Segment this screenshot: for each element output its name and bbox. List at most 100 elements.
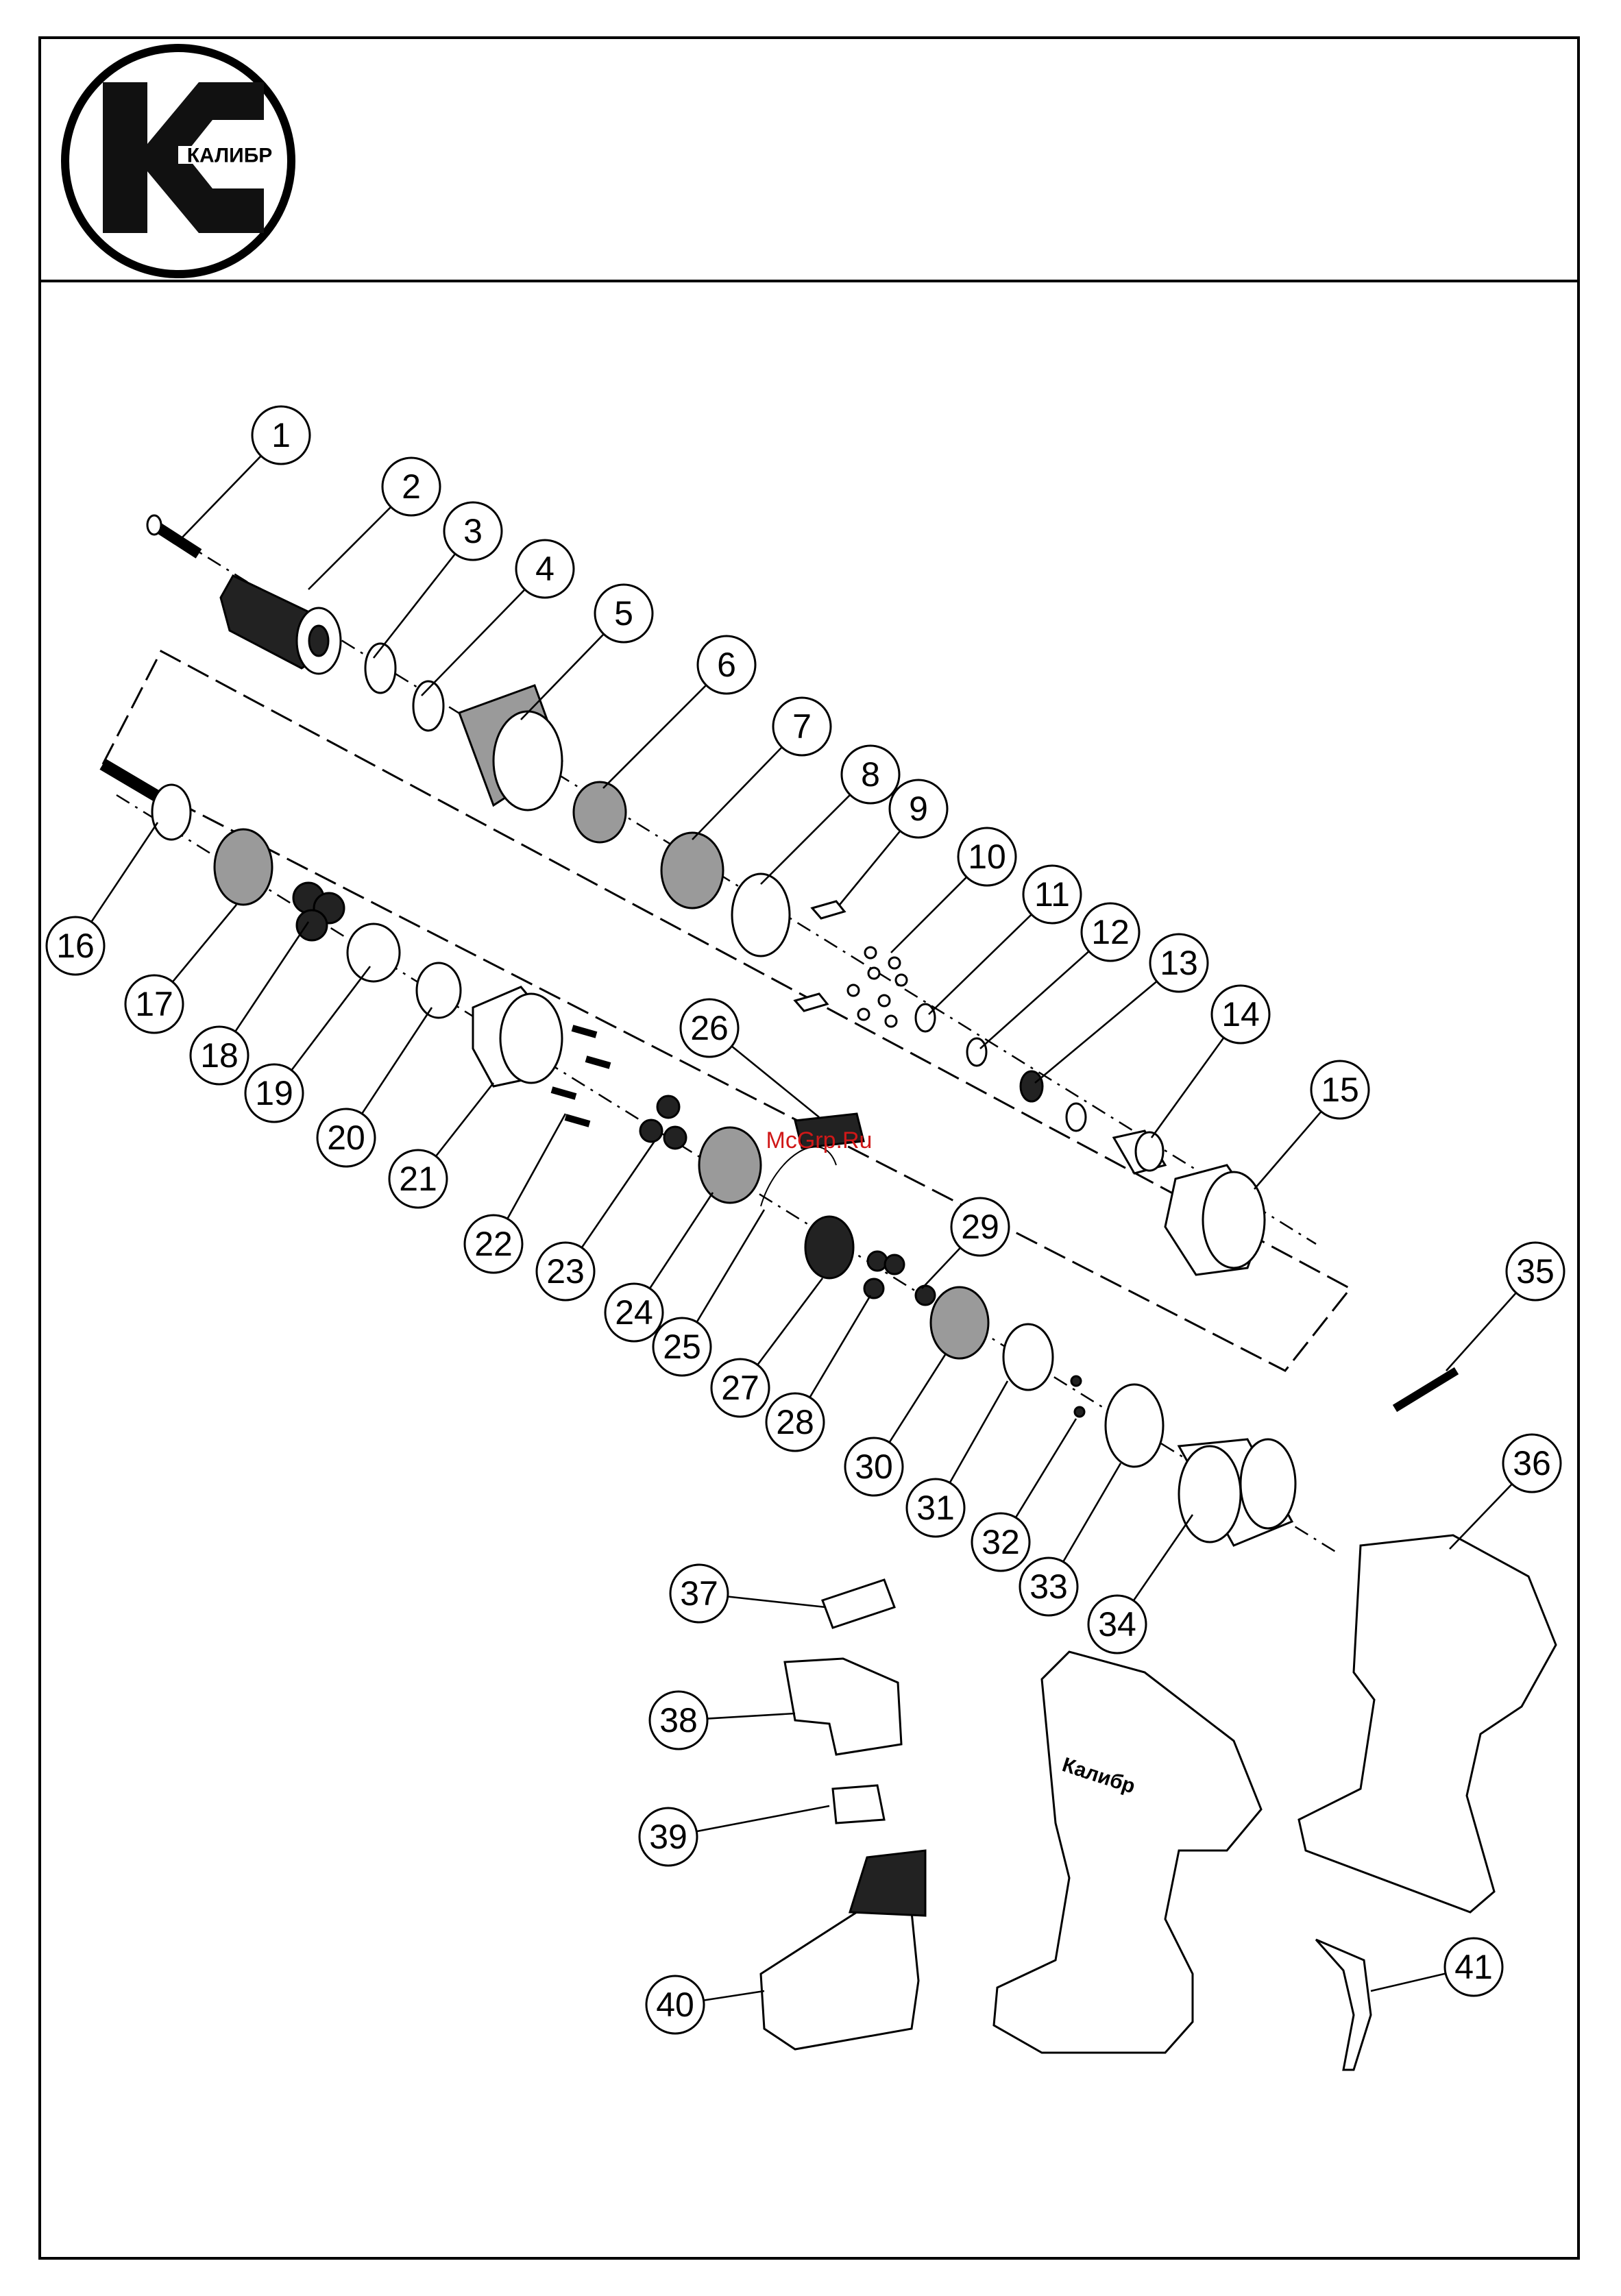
part-switch-lever [822,1580,894,1628]
callout-13: 13 [1150,934,1208,992]
part-belt-clip [1316,1940,1371,2070]
callout-leader-13 [1035,981,1157,1083]
callout-number-15: 15 [1321,1071,1359,1109]
callout-leader-35 [1446,1293,1516,1371]
callout-number-32: 32 [982,1523,1020,1561]
callout-number-30: 30 [855,1448,893,1486]
callout-leader-8 [761,795,850,884]
callout-leader-33 [1063,1463,1121,1562]
callout-19: 19 [245,1064,303,1122]
part-chuck [221,576,341,674]
callout-leader-40 [704,1991,764,2001]
callout-leader-26 [732,1046,819,1117]
callout-number-25: 25 [663,1328,701,1366]
callout-number-29: 29 [961,1208,999,1246]
callout-number-8: 8 [861,755,880,794]
callout-leader-32 [1016,1419,1076,1517]
part-o-ring [916,1004,935,1031]
part-second-carrier [805,1217,853,1278]
callout-number-18: 18 [200,1036,239,1075]
callout-40: 40 [646,1976,704,2034]
callout-16: 16 [47,917,104,975]
callout-26: 26 [681,999,738,1057]
callout-number-27: 27 [721,1369,759,1407]
part-spindle [103,764,191,840]
callout-37: 37 [670,1565,728,1622]
part-motor-mount-plate [1106,1384,1163,1467]
callout-35: 35 [1507,1243,1564,1300]
callout-leader-21 [436,1083,493,1156]
callout-leader-25 [697,1210,764,1322]
callout-7: 7 [773,698,831,755]
callout-28: 28 [766,1393,824,1451]
part-motor-screws [1071,1376,1084,1417]
callout-number-40: 40 [656,1986,694,2024]
callout-number-7: 7 [792,707,812,746]
part-motor-plate-disc [1003,1324,1053,1390]
brand-logo-text: КАЛИБР [187,145,273,167]
callout-32: 32 [972,1513,1029,1571]
callout-3: 3 [444,502,502,560]
callout-number-14: 14 [1221,995,1260,1034]
callout-leader-29 [922,1248,960,1289]
callout-number-16: 16 [56,927,95,965]
callout-number-5: 5 [614,594,633,633]
callout-leader-16 [91,822,158,922]
callout-23: 23 [537,1243,594,1300]
callout-21: 21 [389,1150,447,1208]
callout-15: 15 [1311,1061,1369,1119]
part-clip-lower [795,994,827,1011]
part-spindle-ring [215,829,272,905]
part-internal-ring [931,1287,988,1358]
callout-number-24: 24 [615,1293,653,1332]
callout-leader-2 [308,507,391,589]
callout-27: 27 [711,1359,769,1417]
part-flat-washer [732,874,790,956]
callout-number-10: 10 [968,838,1006,876]
callout-number-36: 36 [1513,1444,1551,1482]
callout-number-12: 12 [1091,913,1130,951]
callout-4: 4 [516,540,574,598]
callout-number-31: 31 [916,1489,955,1527]
part-retaining-ring [365,644,395,693]
callout-leader-4 [422,589,525,696]
callout-leader-15 [1254,1112,1321,1189]
callout-number-21: 21 [399,1160,437,1198]
callout-number-20: 20 [327,1119,365,1157]
callout-leader-36 [1450,1484,1512,1549]
callout-9: 9 [890,780,947,838]
part-gearbox-housing [1165,1165,1265,1275]
assembled-drill: Калибр [994,1652,1261,2053]
callout-6: 6 [698,636,755,694]
callout-leader-19 [291,966,370,1071]
callout-leader-10 [891,877,966,953]
callout-number-28: 28 [776,1403,814,1441]
part-battery-pack [761,1851,925,2049]
callout-8: 8 [842,746,899,803]
callout-leader-38 [707,1713,795,1719]
callout-number-33: 33 [1029,1567,1068,1606]
callout-39: 39 [639,1808,697,1866]
callout-leader-22 [507,1114,565,1219]
part-planet-gears-stage2 [640,1096,686,1149]
callout-34: 34 [1088,1596,1146,1653]
brand-logo: КАЛИБР [65,48,291,274]
callout-leader-28 [809,1295,870,1397]
part-spring-ring [661,833,723,908]
callout-leader-31 [950,1381,1008,1482]
callout-25: 25 [653,1318,711,1376]
callout-14: 14 [1212,986,1269,1043]
callout-41: 41 [1445,1938,1502,1996]
part-reverse-switch-bracket [833,1785,884,1823]
part-sun-gears [864,1251,904,1298]
callout-leader-20 [362,1007,432,1114]
callout-17: 17 [125,975,183,1033]
callout-leader-9 [840,831,900,905]
part-housing-half-right [1299,1535,1556,1912]
callout-number-17: 17 [135,985,173,1023]
callout-18: 18 [191,1027,248,1084]
callout-number-6: 6 [717,646,736,684]
callout-leader-27 [757,1278,822,1365]
callout-leader-14 [1151,1038,1223,1138]
